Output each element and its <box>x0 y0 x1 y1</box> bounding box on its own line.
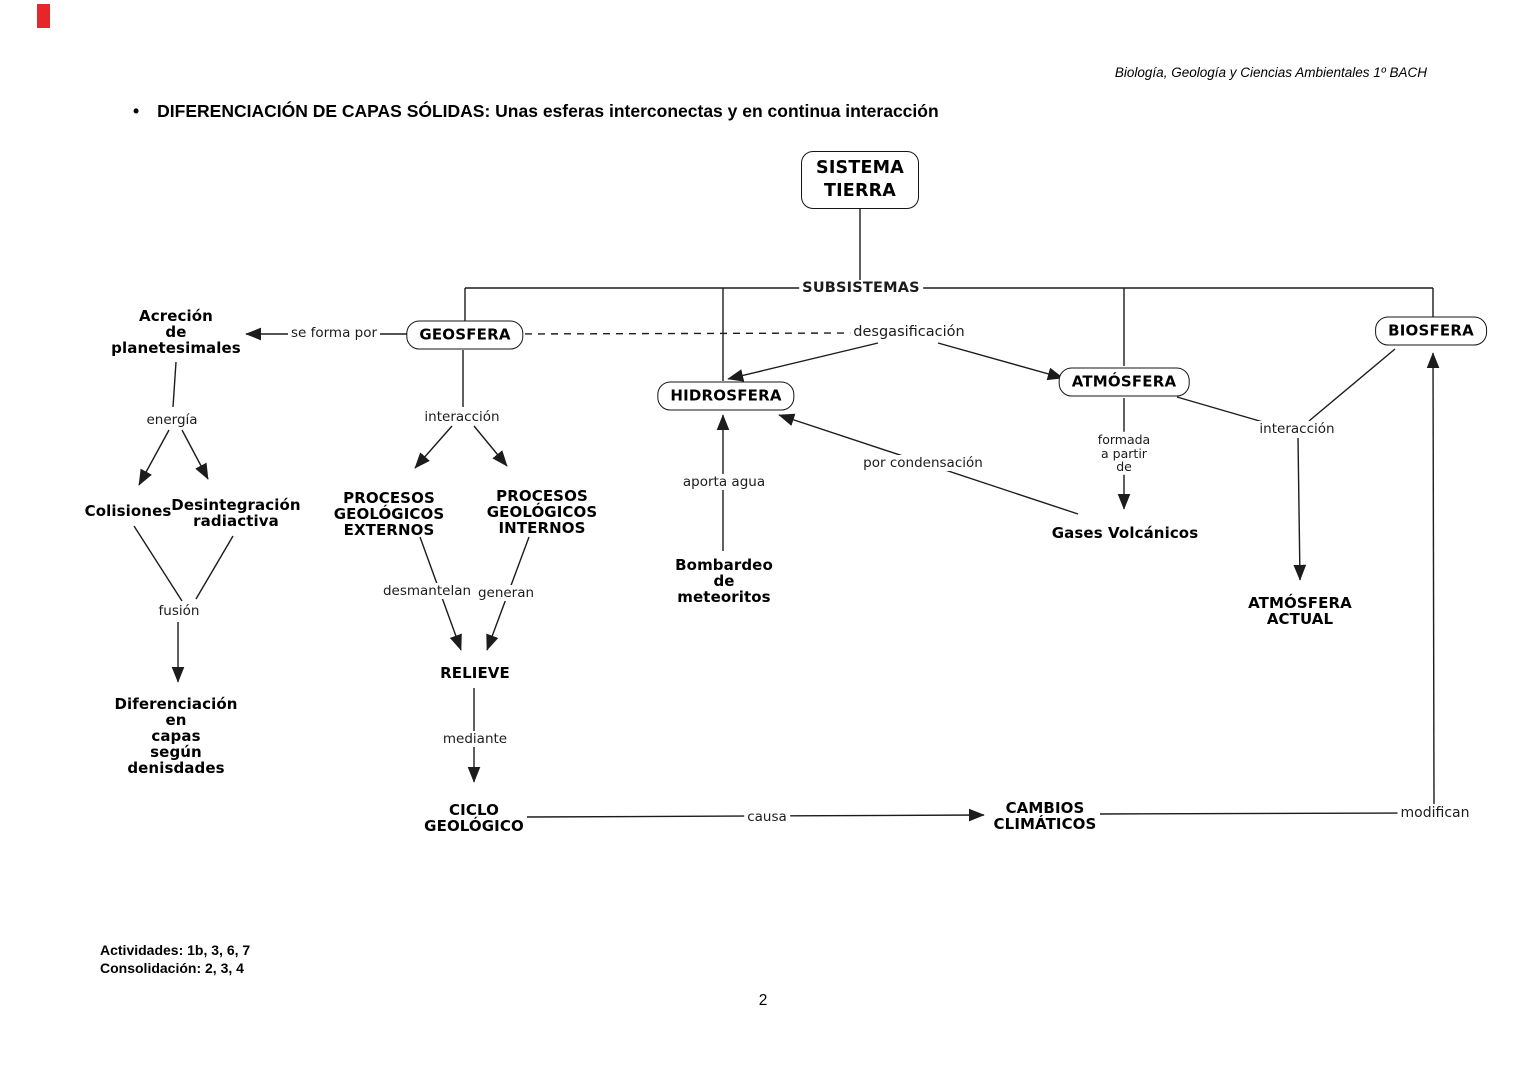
label-fusion: fusión <box>155 603 203 619</box>
node-desintegracion: Desintegración radiactiva <box>171 496 301 530</box>
node-atmosfera-actual: ATMÓSFERA ACTUAL <box>1248 594 1352 628</box>
title-text: DIFERENCIACIÓN DE CAPAS SÓLIDAS: Unas es… <box>157 101 939 121</box>
node-colisiones: Colisiones <box>84 502 172 520</box>
page-number: 2 <box>758 992 768 1009</box>
box-atmosfera: ATMÓSFERA <box>1058 367 1190 397</box>
node-diferenciacion: Diferenciación en capas según denisdades <box>114 695 238 777</box>
label-subsistemas: SUBSISTEMAS <box>799 280 923 296</box>
label-se-forma-por: se forma por <box>287 325 381 341</box>
node-gases-volcanicos: Gases Volcánicos <box>1051 524 1199 542</box>
node-procesos-internos: PROCESOS GEOLÓGICOS INTERNOS <box>486 487 598 537</box>
label-aporta-agua: aporta agua <box>679 474 769 490</box>
node-acrecion: Acreción de planetesimales <box>111 307 241 357</box>
label-generan: generan <box>474 585 538 601</box>
label-desmantelan: desmantelan <box>379 583 475 599</box>
label-por-condensacion: por condensación <box>860 455 986 471</box>
label-mediante: mediante <box>439 731 511 747</box>
box-hidrosfera: HIDROSFERA <box>657 381 795 411</box>
page-title: • DIFERENCIACIÓN DE CAPAS SÓLIDAS: Unas … <box>133 101 939 122</box>
label-causa: causa <box>744 809 790 825</box>
label-energia: energía <box>143 412 201 428</box>
label-modifican: modifican <box>1397 805 1473 821</box>
node-cambios-climaticos: CAMBIOS CLIMÁTICOS <box>993 799 1097 833</box>
box-biosfera: BIOSFERA <box>1375 316 1487 346</box>
footer-activities: Actividades: 1b, 3, 6, 7 Consolidación: … <box>100 941 250 977</box>
node-ciclo-geologico: CICLO GEOLÓGICO <box>424 801 524 835</box>
label-interaccion-atmosfera: interacción <box>1256 421 1338 437</box>
footer-consolidacion: Consolidación: 2, 3, 4 <box>100 960 244 976</box>
node-procesos-externos: PROCESOS GEOLÓGICOS EXTERNOS <box>333 489 445 539</box>
label-interaccion-geosfera: interacción <box>421 409 503 425</box>
red-annotation-marker <box>37 4 50 28</box>
node-bombardeo: Bombardeo de meteoritos <box>675 556 773 606</box>
page-header: Biología, Geología y Ciencias Ambientale… <box>1114 65 1427 80</box>
title-bullet: • <box>133 101 140 121</box>
box-geosfera: GEOSFERA <box>406 320 524 350</box>
label-desgasificacion: desgasificación <box>850 324 968 340</box>
footer-actividades: Actividades: 1b, 3, 6, 7 <box>100 942 251 958</box>
label-formada-a-partir-de: formada a partir de <box>1094 431 1154 475</box>
box-sistema-tierra: SISTEMA TIERRA <box>801 151 919 209</box>
node-relieve: RELIEVE <box>440 664 510 682</box>
